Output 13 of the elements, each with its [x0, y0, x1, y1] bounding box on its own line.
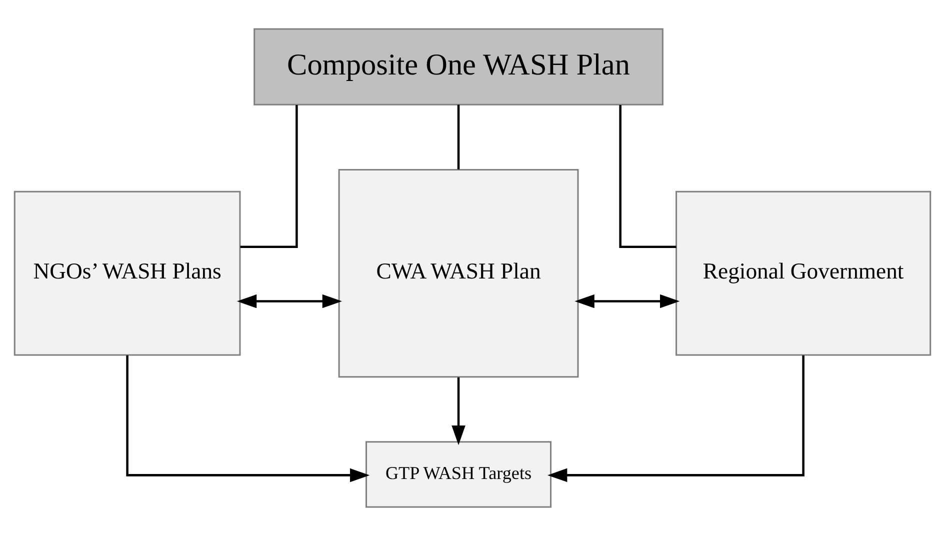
- node-box: GTP WASH Targets: [366, 440, 552, 508]
- arrow: [452, 376, 466, 445]
- connector: [619, 104, 676, 248]
- node-box: Regional Government: [676, 190, 932, 356]
- connector: [457, 104, 460, 169]
- node-box: NGOs’ WASH Plans: [14, 190, 241, 356]
- arrow: [547, 354, 804, 482]
- node-box: Composite One WASH Plan: [254, 28, 664, 105]
- arrow: [574, 294, 680, 308]
- arrow: [126, 354, 370, 482]
- arrow: [236, 294, 342, 308]
- connector: [240, 104, 298, 248]
- node-box: CWA WASH Plan: [338, 168, 579, 378]
